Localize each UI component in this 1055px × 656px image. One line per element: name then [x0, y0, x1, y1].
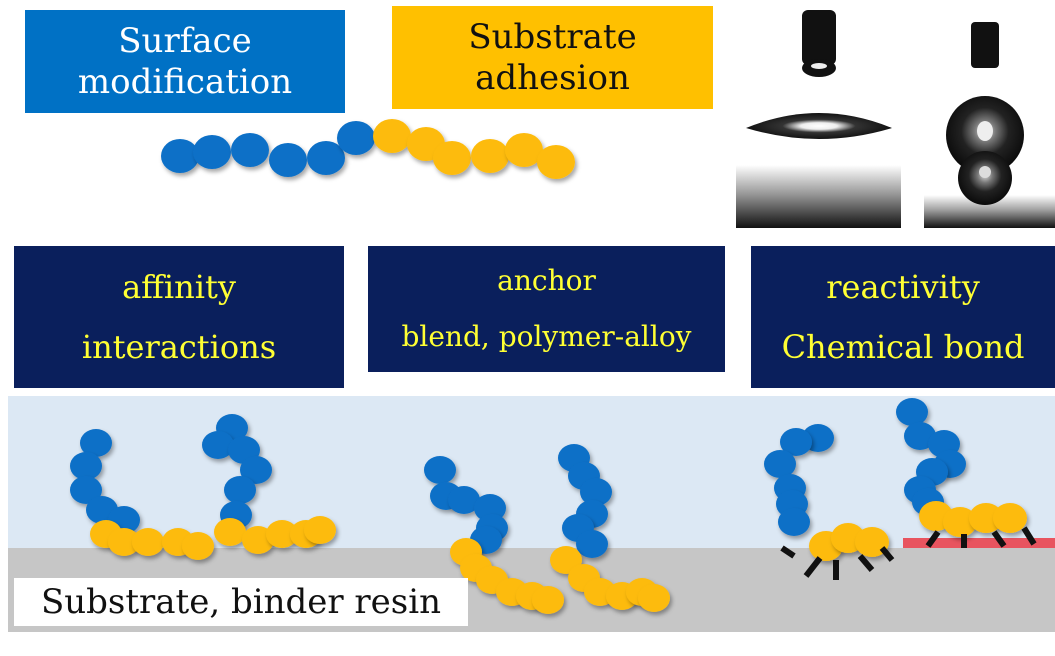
yellow-segment [537, 145, 575, 179]
blue-segment [778, 508, 810, 536]
blue-segment [896, 398, 928, 426]
blue-segment [231, 133, 269, 167]
yellow-segment [532, 586, 564, 614]
blue-segment [424, 456, 456, 484]
blue-segment [576, 530, 608, 558]
blue-segment [80, 429, 112, 457]
blue-segment [269, 143, 307, 177]
chemical-bond-label: Chemical bond [781, 328, 1025, 366]
yellow-segment [471, 139, 509, 173]
blue-segment [202, 431, 234, 459]
yellow-segment [242, 526, 274, 554]
blue-segment [474, 494, 506, 522]
chemical-bond-mark [1021, 526, 1037, 546]
substrate-adhesion-line-1: Substrate [468, 16, 637, 57]
blue-segment [224, 476, 256, 504]
blue-segment [70, 476, 102, 504]
blue-segment [580, 478, 612, 506]
blue-segment [904, 422, 936, 450]
blue-segment [161, 139, 199, 173]
yellow-segment [993, 503, 1027, 533]
yellow-segment [505, 133, 543, 167]
blue-segment [780, 428, 812, 456]
surface-modification-line-2: modification [77, 61, 293, 102]
contact-angle-photo-low [736, 10, 901, 228]
affinity-label: affinity [122, 267, 236, 306]
blue-segment [193, 135, 231, 169]
blue-segment [764, 450, 796, 478]
reactivity-label: reactivity [826, 267, 980, 306]
chemical-bond-mark [879, 546, 895, 562]
blue-segment [307, 141, 345, 175]
surface-modification-box: Surface modification [25, 10, 345, 113]
yellow-segment [304, 516, 336, 544]
surface-modification-line-1: Surface [118, 20, 252, 61]
yellow-segment [266, 520, 298, 548]
blue-segment [70, 452, 102, 480]
reactivity-box: reactivity Chemical bond [751, 246, 1055, 388]
chemical-bond-mark [925, 530, 941, 548]
yellow-segment [214, 518, 246, 546]
yellow-segment [373, 119, 411, 153]
chemical-bond-mark [803, 556, 823, 578]
yellow-segment [182, 532, 214, 560]
yellow-segment [638, 584, 670, 612]
chemical-bond-mark [857, 554, 875, 572]
contact-angle-photo-high [924, 10, 1055, 228]
substrate-adhesion-line-2: adhesion [475, 57, 630, 98]
yellow-segment [108, 528, 140, 556]
affinity-box: affinity interactions [14, 246, 344, 388]
blue-segment [448, 486, 480, 514]
yellow-segment [969, 503, 1003, 533]
interactions-label: interactions [81, 328, 277, 366]
yellow-segment [550, 546, 582, 574]
substrate-adhesion-box: Substrate adhesion [392, 6, 713, 109]
anchor-box: anchor blend, polymer-alloy [368, 246, 725, 372]
yellow-segment [943, 507, 977, 537]
blend-polymer-alloy-label: blend, polymer-alloy [401, 320, 692, 353]
chemical-bond-mark [780, 545, 796, 559]
chemical-bond-mark [991, 530, 1007, 548]
reactive-surface-layer [903, 538, 1055, 548]
yellow-segment [433, 141, 471, 175]
blue-segment [337, 121, 375, 155]
anchor-label: anchor [497, 264, 596, 298]
yellow-segment [132, 528, 164, 556]
blue-segment [240, 456, 272, 484]
substrate-label: Substrate, binder resin [14, 578, 468, 626]
